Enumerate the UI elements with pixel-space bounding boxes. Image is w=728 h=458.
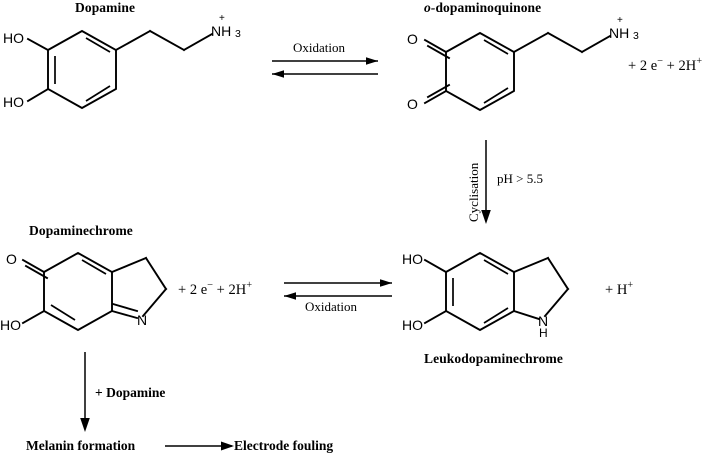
byproducts-bottom-plus2: + — [216, 281, 225, 298]
byproducts-top-plus1: + — [628, 57, 637, 74]
atom-subscript-3-dopamine: 3 — [235, 28, 241, 40]
top-equilibrium-arrow — [272, 57, 378, 78]
atom-label-h-leuko: H — [539, 326, 548, 340]
dopaminoquinone-structure — [423, 31, 612, 112]
byproduct-proton-plus: + — [605, 281, 614, 298]
atom-label-o-quinone-bottom: O — [407, 96, 418, 112]
byproducts-top-proton-charge: + — [696, 56, 703, 67]
byproducts-bottom-electrons: 2 e — [189, 281, 208, 298]
reaction-condition-bottom-oxidation: Oxidation — [305, 299, 357, 314]
byproducts-bottom-proton-charge: + — [246, 280, 253, 291]
consequence-label-electrode-fouling: Electrode fouling — [234, 438, 334, 453]
bottom-equilibrium-arrow — [284, 279, 392, 300]
atom-label-o-quinone-top: O — [407, 31, 418, 47]
byproduct-proton-right: + H+ — [605, 280, 634, 298]
reaction-condition-ph: pH > 5.5 — [497, 171, 543, 186]
compound-label-dopaminechrome: Dopaminechrome — [29, 223, 133, 238]
fouling-arrow — [165, 441, 234, 451]
byproducts-bottom-electron-charge: − — [207, 280, 214, 291]
compound-prefix-ortho: o- — [424, 0, 436, 15]
compound-label-dopaminoquinone-text: dopaminoquinone — [435, 0, 542, 15]
byproducts-bottom-plus1: + — [178, 281, 187, 298]
cyclisation-arrow — [481, 140, 491, 224]
leukodopaminechrome-structure — [423, 251, 570, 332]
atom-label-ho-leuko-bottom: HO — [402, 317, 423, 333]
product-label-melanin-formation: Melanin formation — [26, 438, 136, 453]
atom-label-o-dopaminechrome: O — [6, 251, 17, 267]
reaction-condition-top-oxidation: Oxidation — [293, 40, 345, 55]
compound-label-dopamine: Dopamine — [75, 0, 136, 15]
byproducts-bottom-protons: 2H — [228, 281, 247, 298]
byproduct-proton-species: H — [616, 281, 628, 298]
byproducts-top: + 2 e− + 2H+ — [628, 56, 703, 74]
atom-label-ho-dopamine-bottom: HO — [3, 94, 24, 110]
atom-label-ho-leuko-top: HO — [402, 251, 423, 267]
atom-label-n-dopaminechrome: N — [137, 312, 148, 328]
dopamine-structure — [26, 29, 214, 110]
byproducts-top-protons: 2H — [678, 57, 697, 74]
byproducts-top-electrons: 2 e — [639, 57, 658, 74]
atom-label-nh-dopamine: NH — [211, 23, 232, 39]
compound-label-leukodopaminechrome: Leukodopaminechrome — [424, 351, 563, 366]
polymerisation-arrow — [80, 352, 90, 432]
byproducts-bottom: + 2 e− + 2H+ — [178, 280, 253, 298]
compound-label-dopaminoquinone: o-dopaminoquinone — [424, 1, 541, 15]
atom-label-nh-quinone: NH — [609, 25, 630, 41]
atom-label-ho-dopaminechrome: HO — [0, 317, 21, 333]
atom-label-ho-dopamine-top: HO — [3, 30, 24, 46]
byproduct-proton-charge: + — [627, 280, 634, 291]
atom-label-n-leuko: N — [538, 313, 549, 329]
byproducts-top-plus2: + — [666, 57, 675, 74]
reaction-label-cyclisation: Cyclisation — [466, 162, 481, 222]
byproducts-top-electron-charge: − — [657, 56, 664, 67]
reaction-condition-add-dopamine: + Dopamine — [95, 385, 166, 400]
atom-subscript-3-quinone: 3 — [633, 30, 639, 42]
charge-plus-dopamine: + — [219, 13, 225, 24]
dopaminechrome-structure — [21, 251, 168, 332]
charge-plus-quinone: + — [617, 15, 623, 26]
